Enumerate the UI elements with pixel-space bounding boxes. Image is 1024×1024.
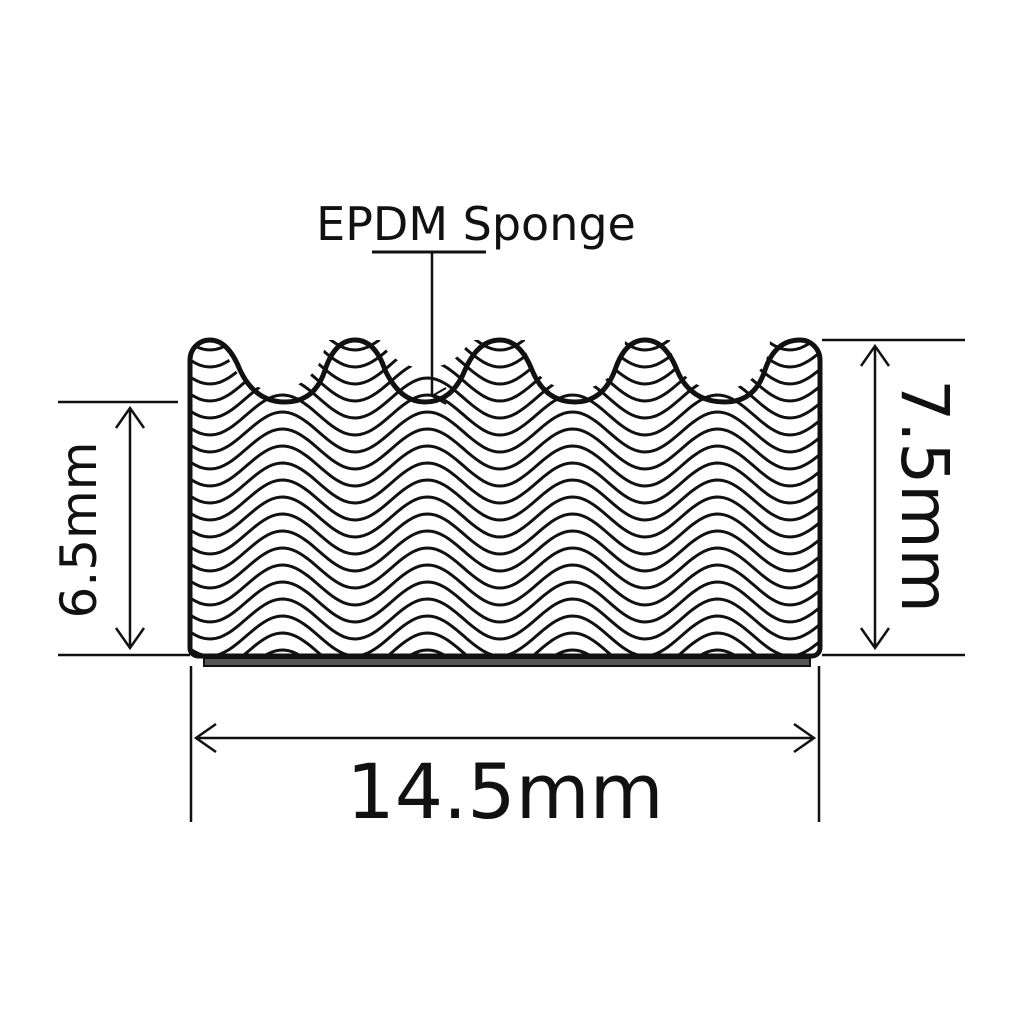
material-label: EPDM Sponge [316, 197, 636, 251]
bottom-dim-arrow-right [793, 722, 817, 754]
texture-wave-line [190, 648, 820, 656]
texture-wave-line [190, 461, 820, 505]
left-dim-arrow-bottom [114, 627, 146, 651]
left-dim-arrow-top [114, 405, 146, 429]
texture-wave-line [190, 495, 820, 539]
texture-wave-line [190, 512, 820, 556]
texture-wave-line [190, 631, 820, 656]
texture-wave-line [190, 444, 820, 488]
texture-wave-line [190, 478, 820, 522]
right-dim-arrow-top [859, 343, 891, 367]
right-dim-arrow-bottom [859, 627, 891, 651]
texture-wave-line [190, 340, 820, 352]
left-dimension-label: 6.5mm [50, 442, 108, 619]
texture-wave-line [190, 410, 820, 454]
adhesive-backing [203, 657, 811, 667]
texture-wave-line [180, 667, 828, 707]
texture-wave-line [190, 340, 820, 369]
texture-wave-line [190, 563, 820, 607]
texture-wave-line [190, 546, 820, 590]
bottom-dim-arrow-left [193, 722, 217, 754]
seal-profile-outline [187, 337, 823, 659]
texture-wave-line [190, 580, 820, 624]
right-dimension-label: 7.5mm [886, 379, 963, 613]
sponge-texture [180, 340, 828, 707]
texture-wave-line [190, 393, 820, 437]
texture-wave-line [190, 427, 820, 471]
texture-wave-line [190, 597, 820, 641]
texture-wave-line [190, 529, 820, 573]
bottom-dimension-label: 14.5mm [346, 747, 663, 836]
